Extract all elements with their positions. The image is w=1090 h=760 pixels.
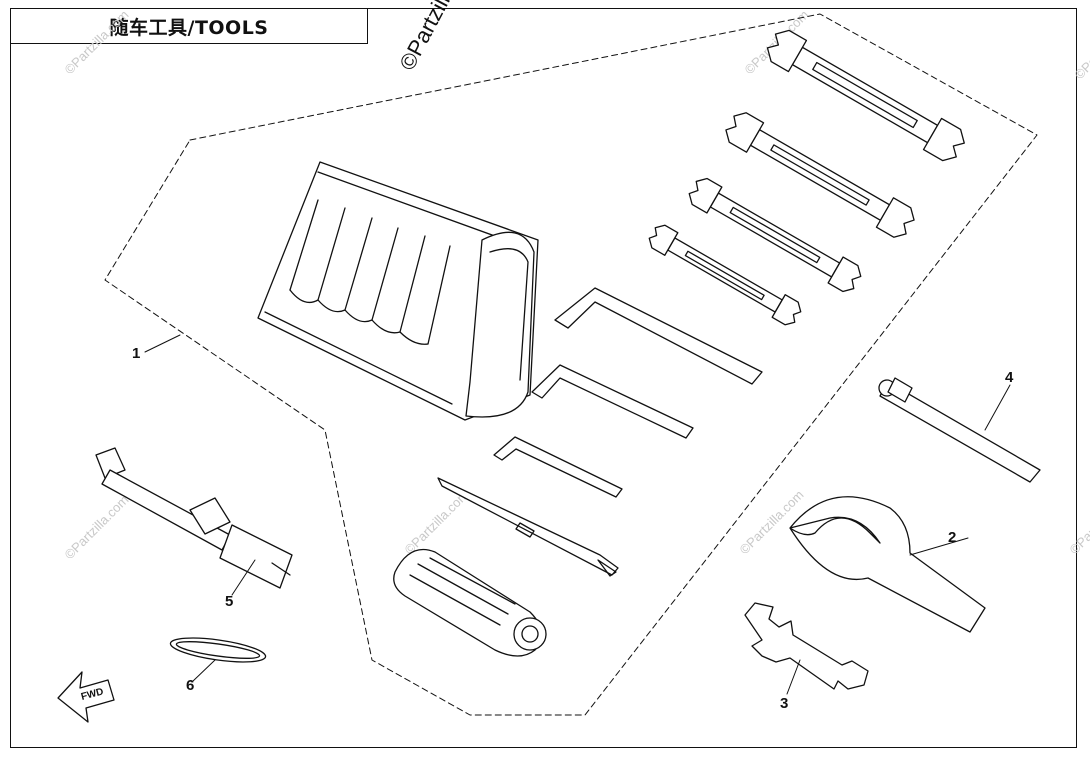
hook-spanner: [789, 496, 986, 633]
watermark-main: ©Partzilla.c: [394, 0, 468, 74]
watermark: ©Partzilla.com: [402, 487, 472, 557]
watermark: ©Partzilla.com: [1067, 487, 1090, 557]
callout-2: 2: [948, 529, 956, 546]
spark-plug-socket-wrench: [95, 447, 293, 589]
screwdriver-handle: [393, 548, 547, 657]
wrench-loose: [744, 602, 869, 690]
wrench-kit-2: [725, 112, 915, 238]
diagram-frame: [10, 8, 1077, 748]
callout-5: 5: [225, 593, 233, 610]
wrench-kit-4: [648, 224, 802, 326]
wrench-kit-1: [766, 29, 965, 162]
callout-6: 6: [186, 677, 194, 694]
forward-arrow: FWD: [57, 671, 115, 723]
pin-bar-tool: [878, 377, 1041, 483]
o-ring: [169, 637, 267, 663]
callout-4: 4: [1005, 369, 1014, 386]
screwdriver-shaft: [437, 477, 619, 577]
tool-kit-group-outline: [104, 13, 1038, 716]
watermark: ©Partzilla.com: [62, 492, 132, 562]
diagram-title: 随车工具/TOOLS: [10, 8, 368, 44]
wrench-kit-3: [688, 177, 862, 293]
callout-1: 1: [132, 345, 140, 362]
hex-key-medium: [531, 364, 694, 439]
watermark: ©Partzilla.com: [62, 7, 132, 77]
hex-key-small: [493, 436, 623, 498]
watermark: ©Partzilla.com: [1072, 12, 1090, 82]
tool-roll-pouch: [257, 161, 539, 421]
callout-leaders: [144, 334, 1011, 695]
hex-key-large: [554, 287, 763, 385]
watermark-group: ©Partzilla.com ©Partzilla.com ©Partzilla…: [62, 7, 1090, 562]
callout-3: 3: [780, 695, 788, 712]
